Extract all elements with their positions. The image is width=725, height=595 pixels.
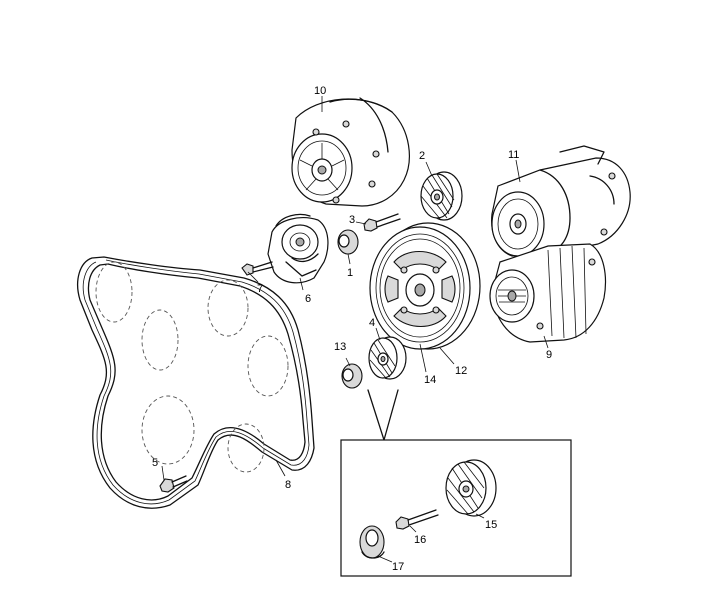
alternator bbox=[489, 243, 607, 343]
callout-12: 12 bbox=[455, 365, 467, 377]
bolt-7 bbox=[241, 261, 274, 276]
callout-16: 16 bbox=[414, 534, 426, 546]
idler-pulley-2 bbox=[420, 171, 463, 221]
callout-9: 9 bbox=[546, 349, 552, 361]
bolt-5 bbox=[159, 475, 188, 493]
crankshaft-pulley bbox=[369, 222, 481, 350]
drive-belt bbox=[77, 256, 315, 509]
callout-15: 15 bbox=[485, 519, 497, 531]
bolt-3 bbox=[363, 213, 401, 232]
ac-compressor bbox=[491, 145, 631, 257]
callout-3: 3 bbox=[349, 214, 355, 226]
callout-7: 7 bbox=[257, 283, 263, 295]
callout-2: 2 bbox=[419, 150, 425, 162]
callout-13: 13 bbox=[334, 341, 346, 353]
callout-11: 11 bbox=[508, 149, 519, 161]
leader-lines bbox=[161, 96, 549, 563]
callout-10: 10 bbox=[314, 85, 326, 97]
callout-5: 5 bbox=[152, 457, 158, 469]
water-pump bbox=[291, 97, 410, 207]
detail-inset bbox=[340, 389, 572, 577]
callout-labels: 10 2 3 1 4 5 6 7 8 9 11 12 13 14 15 16 1… bbox=[152, 85, 552, 573]
callout-1: 1 bbox=[347, 267, 353, 279]
idler-pulley-4 bbox=[368, 336, 407, 380]
washer-13 bbox=[341, 363, 363, 389]
callout-17: 17 bbox=[392, 561, 404, 573]
belt-tensioner bbox=[267, 213, 329, 284]
callout-8: 8 bbox=[285, 479, 291, 491]
callout-4: 4 bbox=[369, 317, 375, 329]
callout-6: 6 bbox=[305, 293, 311, 305]
callout-14: 14 bbox=[424, 374, 436, 386]
washer-1 bbox=[337, 229, 359, 255]
